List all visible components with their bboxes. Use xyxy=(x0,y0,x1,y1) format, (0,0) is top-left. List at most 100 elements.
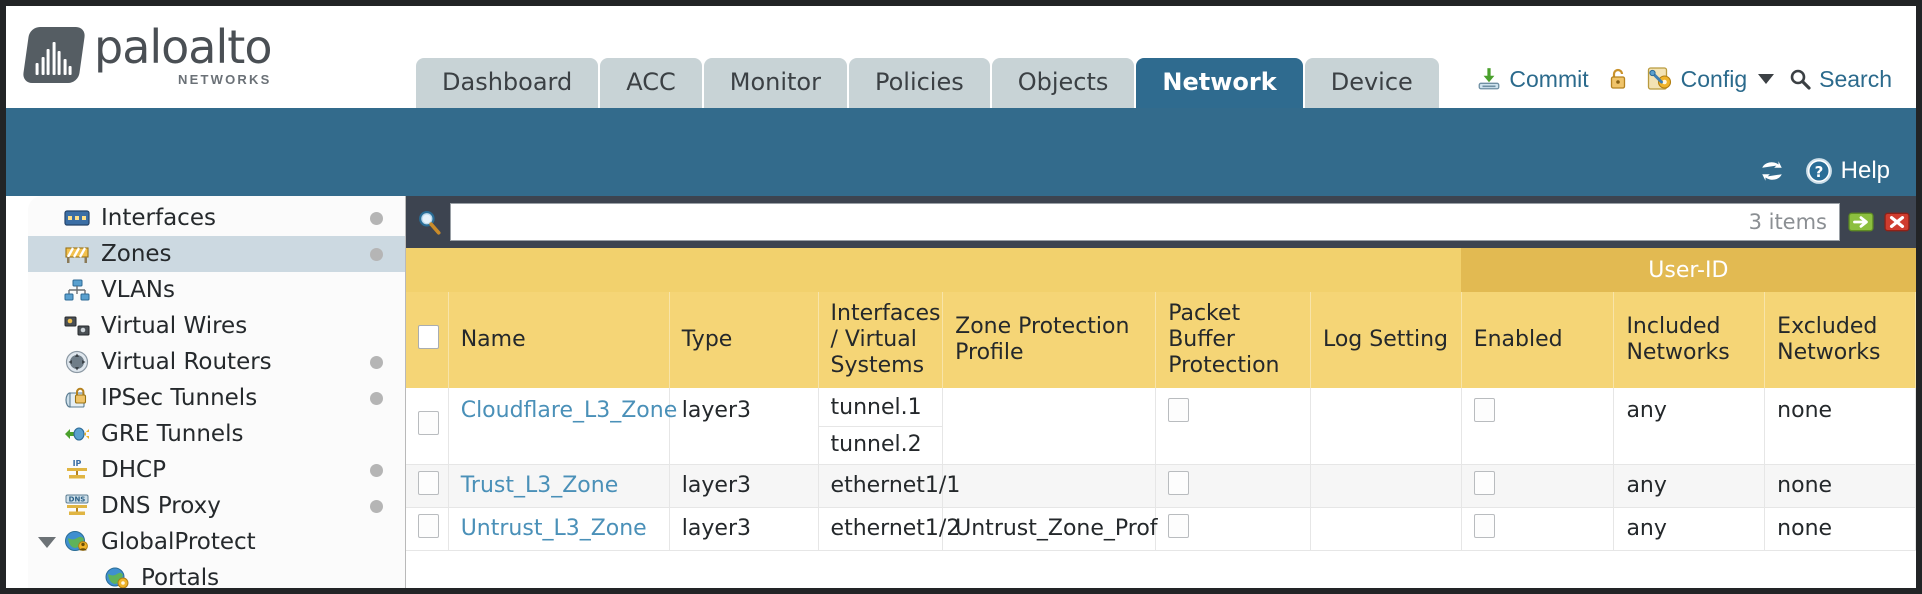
table-row[interactable]: Trust_L3_Zone layer3 ethernet1/1 any xyxy=(406,464,1916,508)
cell-excluded-networks: none xyxy=(1764,507,1916,551)
zone-name-link[interactable]: Cloudflare_L3_Zone xyxy=(460,398,678,423)
row-checkbox[interactable] xyxy=(418,513,439,538)
group-header-row: User-ID xyxy=(406,248,1916,292)
sidebar-item-label: Virtual Routers xyxy=(101,349,272,375)
cell-excluded-networks: none xyxy=(1764,388,1916,465)
status-dot xyxy=(370,247,383,261)
sidebar-item-portals[interactable]: Portals xyxy=(28,560,405,588)
main-panel: 3 items xyxy=(406,196,1916,588)
table-row[interactable]: Cloudflare_L3_Zone layer3 tunnel.1 tunne… xyxy=(406,388,1916,465)
sidebar-item-gre-tunnels[interactable]: GRE Tunnels xyxy=(28,416,405,452)
col-included-networks[interactable]: Included Networks xyxy=(1613,292,1766,388)
zones-icon xyxy=(62,244,92,264)
config-menu[interactable]: Config xyxy=(1647,65,1775,93)
sidebar-item-virtual-routers[interactable]: Virtual Routers xyxy=(28,344,405,380)
sidebar-item-ipsec-tunnels[interactable]: IPSec Tunnels xyxy=(28,380,405,416)
brand-logo: paloalto NETWORKS xyxy=(22,24,272,86)
col-userid-enabled[interactable]: Enabled xyxy=(1461,292,1615,388)
cell-included-networks: any xyxy=(1613,388,1766,465)
cell-log-setting xyxy=(1310,464,1462,508)
commit-icon xyxy=(1479,68,1500,90)
virtual-wires-icon xyxy=(62,315,92,337)
cell-interfaces: tunnel.1 tunnel.2 xyxy=(818,388,944,465)
help-button[interactable]: ? Help xyxy=(1805,157,1890,185)
col-zone-protection-profile[interactable]: Zone Protection Profile xyxy=(942,292,1157,388)
sidebar-item-virtual-wires[interactable]: Virtual Wires xyxy=(28,308,405,344)
sidebar-item-zones[interactable]: Zones xyxy=(28,236,405,272)
tab-network[interactable]: Network xyxy=(1136,58,1303,108)
tab-policies[interactable]: Policies xyxy=(848,58,990,108)
config-icon xyxy=(1647,67,1671,90)
userid-enabled-checkbox[interactable] xyxy=(1473,470,1495,495)
search-input[interactable]: 3 items xyxy=(450,203,1840,241)
apply-filter-button[interactable] xyxy=(1846,207,1876,237)
tab-objects[interactable]: Objects xyxy=(991,58,1135,108)
cell-zone-protection-profile: Untrust_Zone_Prof xyxy=(942,507,1158,551)
gre-tunnels-icon xyxy=(62,424,92,444)
dns-proxy-icon: DNS xyxy=(62,494,92,518)
cell-packet-buffer-protection xyxy=(1155,507,1311,551)
items-count: 3 items xyxy=(1748,210,1827,234)
sidebar-item-label: Zones xyxy=(101,241,172,267)
dhcp-icon: IP xyxy=(62,458,92,482)
sidebar-item-dns-proxy[interactable]: DNS DNS Proxy xyxy=(28,488,405,524)
interface-item: tunnel.1 xyxy=(830,395,922,421)
tab-monitor[interactable]: Monitor xyxy=(703,58,847,108)
cell-name: Trust_L3_Zone xyxy=(448,464,670,508)
userid-enabled-checkbox[interactable] xyxy=(1473,398,1495,422)
zone-name-link[interactable]: Untrust_L3_Zone xyxy=(460,516,647,541)
zone-name-link[interactable]: Trust_L3_Zone xyxy=(460,473,619,498)
expand-caret-icon[interactable] xyxy=(38,536,56,548)
sidebar-item-label: DNS Proxy xyxy=(101,493,221,519)
col-excluded-networks[interactable]: Excluded Networks xyxy=(1764,292,1916,388)
refresh-icon[interactable] xyxy=(1757,156,1787,186)
col-log-setting[interactable]: Log Setting xyxy=(1310,292,1462,388)
vlans-icon xyxy=(62,279,92,301)
cell-type: layer3 xyxy=(669,388,819,465)
packet-buffer-protection-checkbox[interactable] xyxy=(1168,470,1190,495)
globalprotect-icon xyxy=(62,530,92,554)
sidebar-item-vlans[interactable]: VLANs xyxy=(28,272,405,308)
group-header-user-id: User-ID xyxy=(1461,248,1916,292)
interface-item: tunnel.2 xyxy=(818,425,943,462)
userid-enabled-checkbox[interactable] xyxy=(1473,513,1495,538)
column-header-row: Name Type Interfaces / Virtual Systems Z… xyxy=(406,292,1916,388)
table-head: User-ID Name Type Interfaces / Virtual S… xyxy=(406,248,1916,388)
cell-interfaces: ethernet1/2 xyxy=(818,507,960,551)
status-dot xyxy=(370,463,383,477)
clear-filter-button[interactable] xyxy=(1882,207,1912,237)
cell-type: layer3 xyxy=(669,464,819,508)
row-checkbox[interactable] xyxy=(418,470,439,495)
sidebar-item-dhcp[interactable]: IP DHCP xyxy=(28,452,405,488)
tab-acc[interactable]: ACC xyxy=(600,58,702,108)
commit-button[interactable]: Commit xyxy=(1476,66,1589,93)
table-row[interactable]: Untrust_L3_Zone layer3 ethernet1/2 Untru… xyxy=(406,507,1916,551)
tab-device[interactable]: Device xyxy=(1304,58,1439,108)
cell-userid-enabled xyxy=(1461,464,1615,508)
sidebar-item-label: IPSec Tunnels xyxy=(101,385,258,411)
sidebar-item-globalprotect[interactable]: GlobalProtect xyxy=(28,524,405,560)
sidebar-item-label: GlobalProtect xyxy=(101,529,256,555)
col-name[interactable]: Name xyxy=(448,292,670,388)
search-icon[interactable] xyxy=(414,207,444,237)
row-checkbox[interactable] xyxy=(418,410,439,435)
tab-dashboard[interactable]: Dashboard xyxy=(416,58,599,108)
packet-buffer-protection-checkbox[interactable] xyxy=(1168,513,1190,538)
packet-buffer-protection-checkbox[interactable] xyxy=(1168,398,1190,422)
chevron-down-icon xyxy=(1758,74,1775,84)
col-packet-buffer-protection[interactable]: Packet Buffer Protection xyxy=(1155,292,1311,388)
select-all-checkbox[interactable] xyxy=(418,324,439,349)
ipsec-tunnels-icon xyxy=(62,387,92,409)
search-button[interactable]: Search xyxy=(1788,66,1892,93)
lock-icon[interactable] xyxy=(1603,64,1633,94)
left-sidebar: Interfaces Zones xyxy=(28,196,406,588)
sidebar-item-label: DHCP xyxy=(101,457,166,483)
sidebar-item-label: Portals xyxy=(141,565,220,588)
cell-type: layer3 xyxy=(669,507,819,551)
col-interfaces[interactable]: Interfaces / Virtual Systems xyxy=(818,292,944,388)
sidebar-item-interfaces[interactable]: Interfaces xyxy=(28,200,405,236)
filter-bar: 3 items xyxy=(406,196,1916,248)
config-label: Config xyxy=(1680,65,1748,92)
col-type[interactable]: Type xyxy=(669,292,819,388)
